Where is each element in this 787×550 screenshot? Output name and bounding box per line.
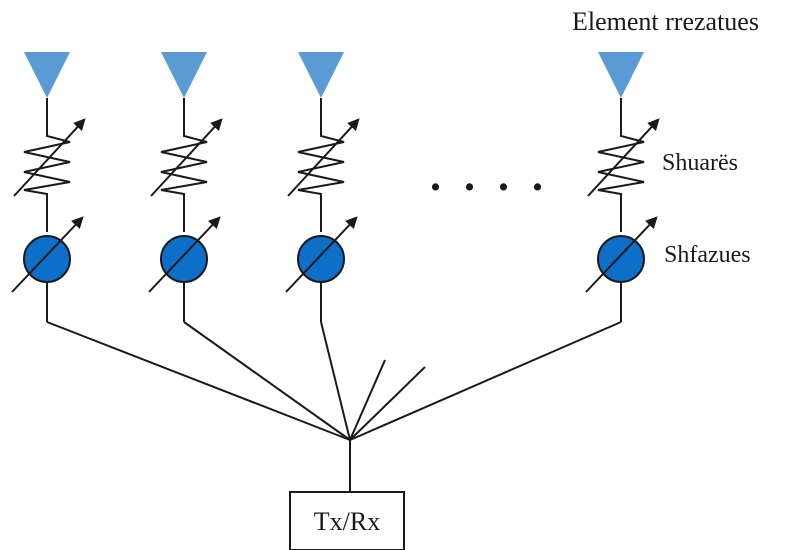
ellipsis: . . . . [430, 151, 549, 200]
attenuator-icon [23, 128, 71, 232]
attenuator-icon [160, 128, 208, 232]
phase-shifter-icon [597, 235, 645, 283]
arrow-icon [148, 216, 221, 293]
array-chain-1 [11, 52, 351, 441]
radiating-element-label: Element rrezatues [572, 7, 759, 36]
arrow-icon [287, 118, 360, 197]
attenuator-label: Shuarës [662, 150, 738, 176]
arrow-icon [587, 118, 660, 197]
attenuator-icon [297, 128, 345, 232]
implied-feed-line [349, 366, 426, 441]
phase-shifter-icon [160, 235, 208, 283]
array-chain-2 [148, 52, 351, 441]
arrow-icon [150, 118, 223, 197]
antenna-icon [298, 52, 344, 98]
arrow-icon [585, 216, 658, 293]
arrow-icon [13, 118, 86, 197]
attenuator-icon [597, 128, 645, 232]
antenna-icon [598, 52, 644, 98]
phase-shifter-icon [23, 235, 71, 283]
phase-shifter-label: Shfazues [664, 242, 751, 268]
antenna-icon [161, 52, 207, 98]
array-chain-3 [285, 52, 360, 441]
implied-feed-line [349, 359, 386, 441]
arrow-icon [285, 216, 358, 293]
arrow-icon [11, 216, 84, 293]
transceiver-label: Tx/Rx [314, 507, 380, 536]
phase-shifter-icon [297, 235, 345, 283]
array-chain-4 [349, 52, 660, 441]
antenna-icon [24, 52, 70, 98]
transceiver-box: Tx/Rx [289, 491, 405, 550]
